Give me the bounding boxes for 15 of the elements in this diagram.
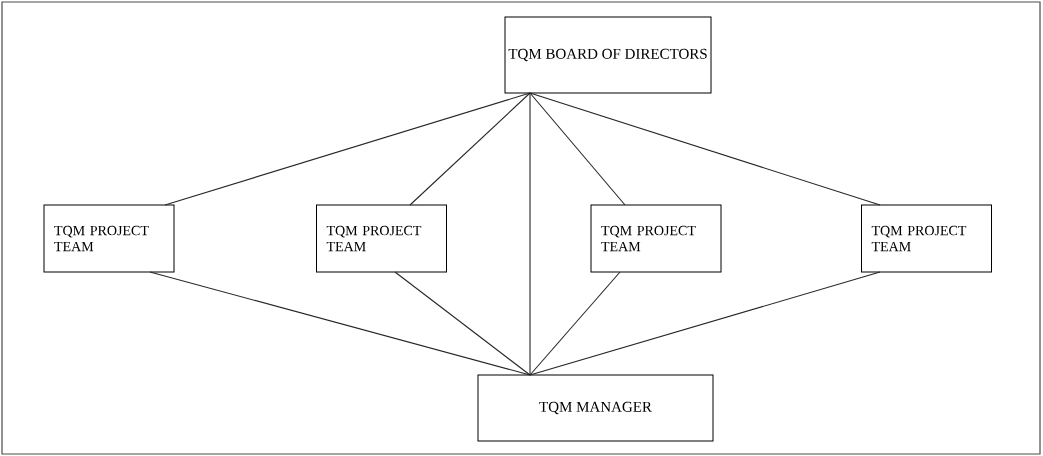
connector-line (529, 271, 621, 376)
team-box: TQM PROJECT TEAM (590, 204, 722, 273)
connector-line (164, 92, 531, 206)
connector-line (409, 92, 531, 206)
connector-line (529, 92, 881, 206)
connector-line (529, 271, 881, 376)
team-box: TQM PROJECT TEAM (861, 204, 992, 273)
connector-line (149, 271, 531, 376)
board-box: TQM BOARD OF DIRECTORS (504, 16, 712, 94)
connector-line (394, 271, 531, 376)
team-box: TQM PROJECT TEAM (316, 204, 447, 273)
team-box: TQM PROJECT TEAM (43, 204, 175, 273)
connector-line (529, 92, 626, 206)
connector-line (529, 92, 531, 376)
manager-box: TQM MANAGER (477, 374, 714, 442)
